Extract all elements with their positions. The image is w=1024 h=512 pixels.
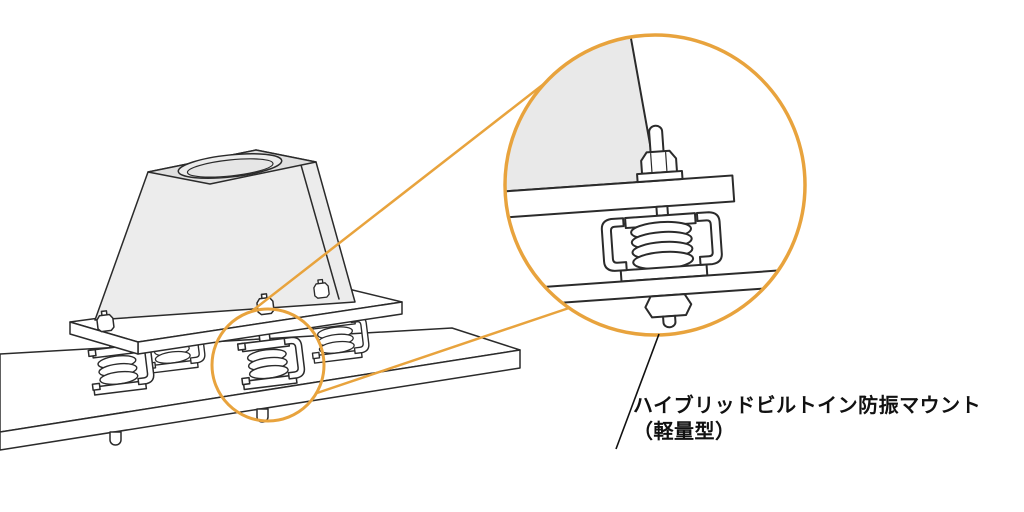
detail-bolt-tip: [662, 314, 677, 329]
base-plate-left-face: [69, 321, 139, 355]
floor-front-face: [0, 349, 521, 451]
detail-view: [506, 36, 804, 329]
mount-label-line-1: ハイブリッドビルトイン防振マウント: [633, 393, 981, 417]
detail-hex-nut-top: [640, 149, 678, 175]
magnifier-circle: [503, 33, 807, 337]
machine-corner-edge: [300, 164, 340, 300]
magnifier-link-line-upper: [251, 82, 546, 312]
magnifier-link-line-lower: [316, 306, 570, 395]
highlight-circle: [210, 307, 326, 423]
detail-bracket-right: [695, 211, 723, 266]
detail-washer: [636, 169, 684, 184]
detail-bracket-left: [600, 217, 628, 272]
detail-base-plate: [506, 174, 736, 220]
detail-nut-facets: [650, 152, 668, 174]
machine-top-recess: [177, 153, 283, 179]
detail-stud-top: [648, 124, 665, 156]
mount-label-line-2: （軽量型）: [633, 419, 736, 443]
machine-body: [94, 149, 356, 321]
detail-machine-wall: [506, 36, 658, 196]
label-leader-line: [615, 333, 660, 450]
detail-hex-nut-bottom: [644, 293, 693, 319]
floor-anchor-bolt-left: [109, 431, 122, 446]
detail-spring-coil: [630, 220, 695, 271]
